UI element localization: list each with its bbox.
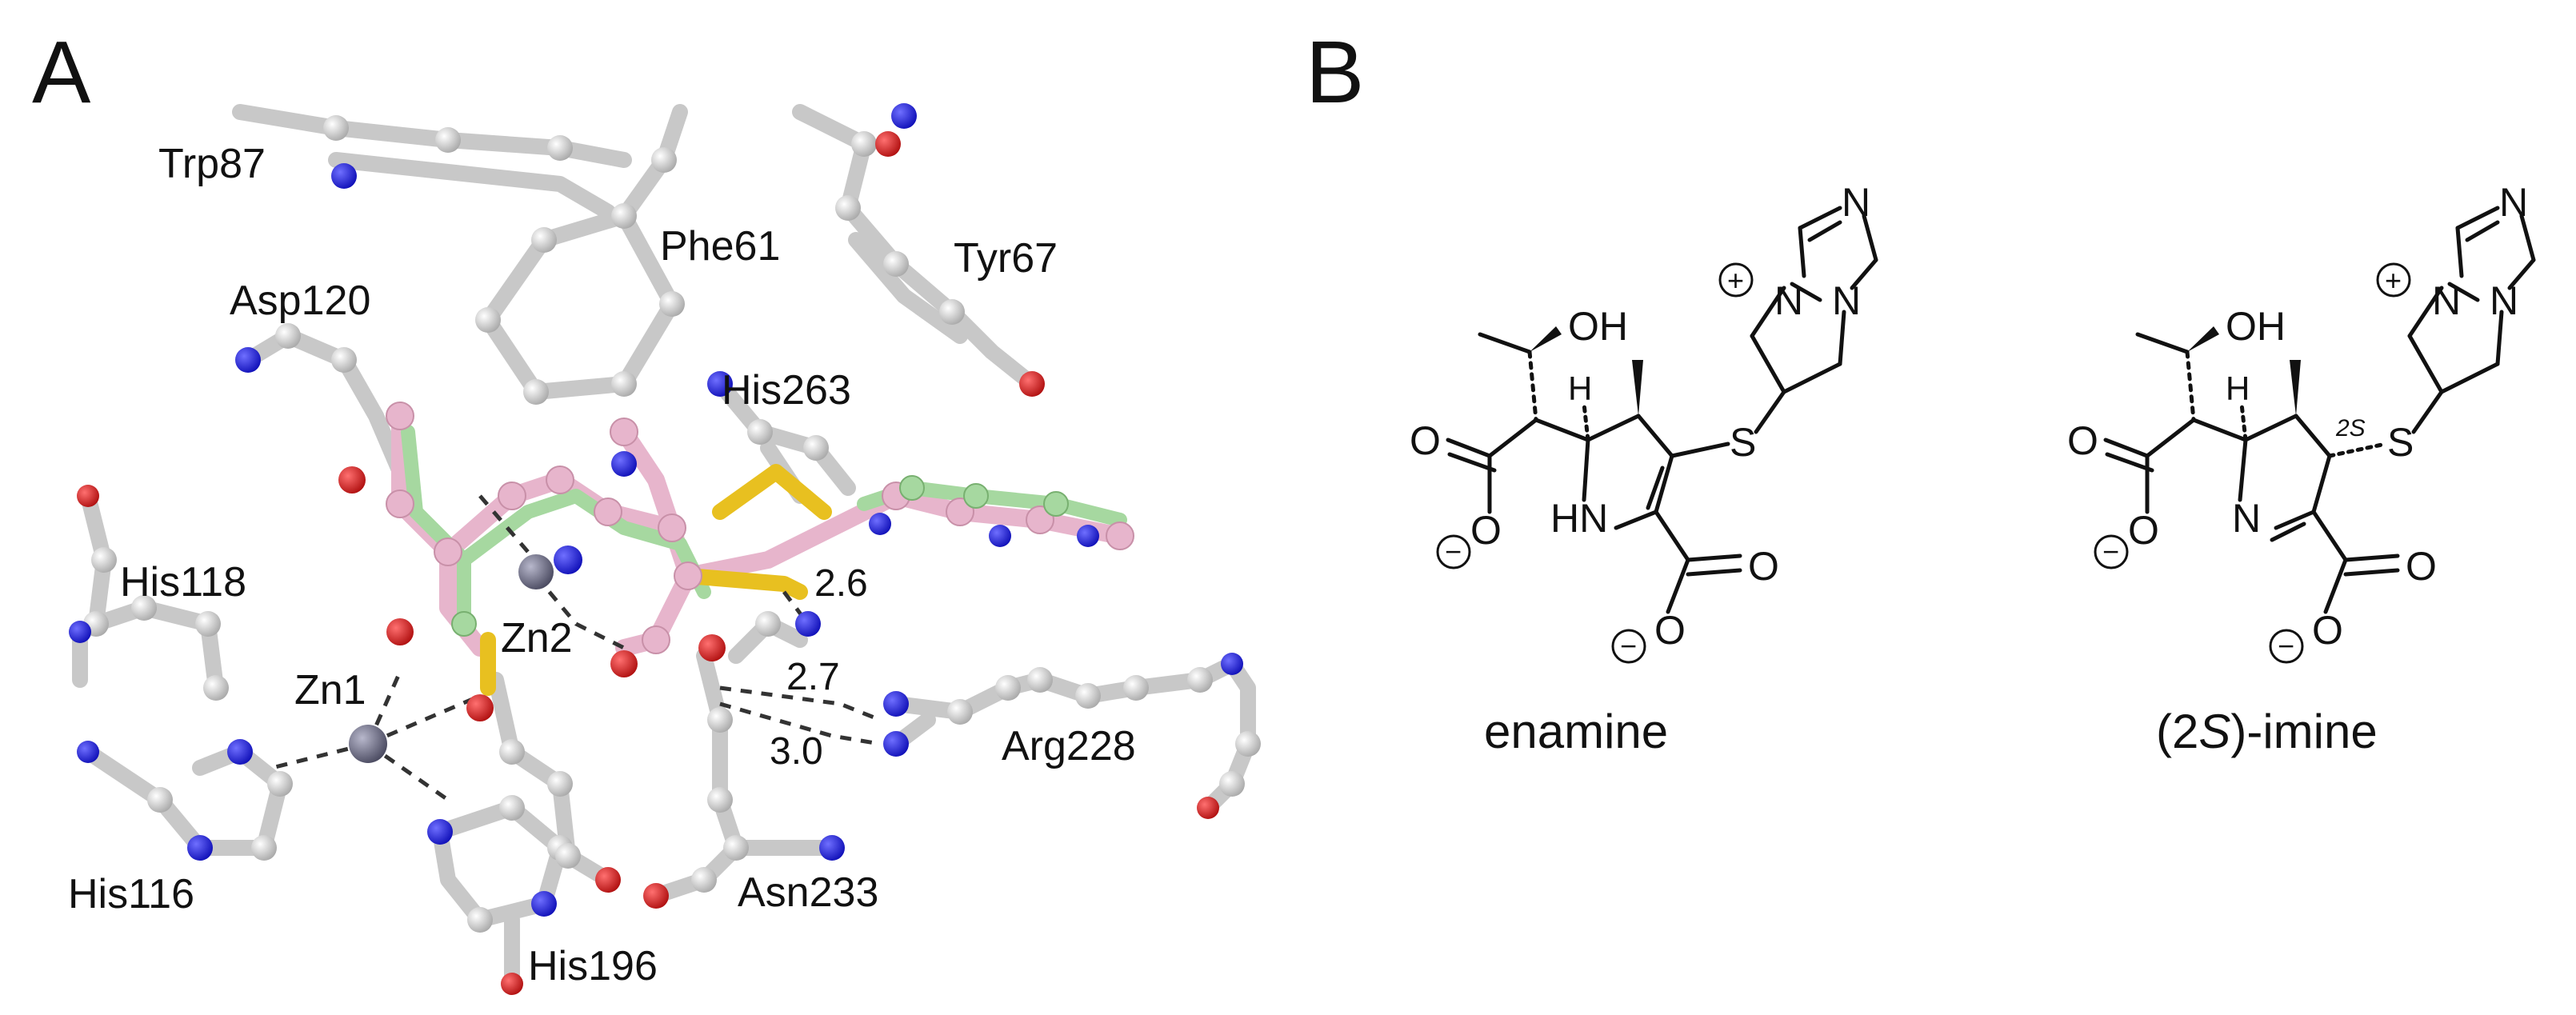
label-zn1: Zn1 [294,667,366,713]
wedge-methyl [1632,360,1643,416]
imine-charges [2094,262,2411,664]
oxygen-atoms [77,131,1219,995]
label-his196: His196 [528,943,658,989]
svg-text:H: H [2226,370,2250,407]
wedge-methyl [2290,360,2301,416]
nitrogen-atoms [69,103,1243,917]
label-asn233: Asn233 [738,869,878,916]
dashed-contacts [271,494,881,802]
svg-text:O: O [2067,418,2098,463]
wedge-oh [1530,326,1562,352]
panel-a-label: A [32,23,91,122]
distance-3-0: 3.0 [770,730,823,773]
zn2-sphere [518,554,554,589]
svg-text:O: O [1654,608,1686,653]
svg-text:N: N [1832,278,1861,323]
svg-text:O: O [2312,608,2343,653]
svg-text:N: N [1842,180,1870,225]
svg-text:O: O [2128,508,2159,553]
svg-text:O: O [1748,544,1779,589]
label-his263: His263 [722,367,851,414]
svg-text:N: N [2490,278,2518,323]
svg-text:−: − [1445,535,1462,568]
panel-b-label: B [1306,23,1364,122]
label-zn2: Zn2 [501,615,573,661]
svg-text:OH: OH [2226,304,2286,349]
enamine-atom-labels: OH H O O HN S N N N O O [1410,180,1870,653]
svg-text:−: − [1620,629,1637,662]
atoms [69,103,1261,995]
panel-b: B [1306,23,2536,758]
svg-text:O: O [2406,544,2437,589]
distance-2-6: 2.6 [814,562,868,605]
svg-text:N: N [2232,496,2261,541]
svg-text:−: − [2278,629,2294,662]
svg-text:S: S [2387,420,2414,465]
wedge-oh [2187,326,2219,352]
enamine-charges [1436,262,1754,664]
enamine-structure: OH H O O HN S N N N O O + − − [1410,180,1878,758]
svg-text:N: N [2499,180,2528,225]
svg-text:OH: OH [1568,304,1628,349]
svg-text:O: O [1410,418,1441,463]
stereo-label-2s: 2S [2335,415,2366,442]
residue-labels: Trp87 Phe61 Tyr67 Asp120 His263 His118 Z… [68,141,1136,989]
label-his118: His118 [120,559,246,605]
label-asp120: Asp120 [230,278,370,324]
imine-name: (2S)-imine [2156,705,2378,758]
svg-text:O: O [1470,508,1502,553]
svg-text:HN: HN [1550,496,1608,541]
svg-text:−: − [2102,535,2119,568]
label-tyr67: Tyr67 [954,235,1058,282]
ligand-green [401,425,1127,631]
distance-labels: 2.6 2.7 3.0 [770,562,868,773]
ligand-pink-atoms [386,402,1134,654]
sulfur-sticks [480,464,832,696]
svg-text:S: S [1730,420,1756,465]
carbon-atoms [83,115,1261,933]
label-trp87: Trp87 [158,141,266,187]
zinc-atoms [349,554,554,763]
imine-structure: OH H O O N S N N N O O 2S + − − [2067,180,2536,758]
label-phe61: Phe61 [660,223,780,270]
label-his116: His116 [68,871,194,917]
imine-atom-labels: OH H O O N S N N N O O [2067,180,2528,653]
zn1-sphere [349,725,387,763]
ligand-green-atoms [451,475,1069,637]
enamine-name: enamine [1484,705,1668,758]
svg-text:N: N [2432,278,2461,323]
panel-a: A [32,23,1261,995]
svg-text:N: N [1774,278,1803,323]
label-arg228: Arg228 [1002,723,1136,769]
svg-text:+: + [2385,264,2402,297]
svg-text:H: H [1568,370,1592,407]
svg-text:+: + [1727,264,1744,297]
distance-2-7: 2.7 [786,656,840,698]
